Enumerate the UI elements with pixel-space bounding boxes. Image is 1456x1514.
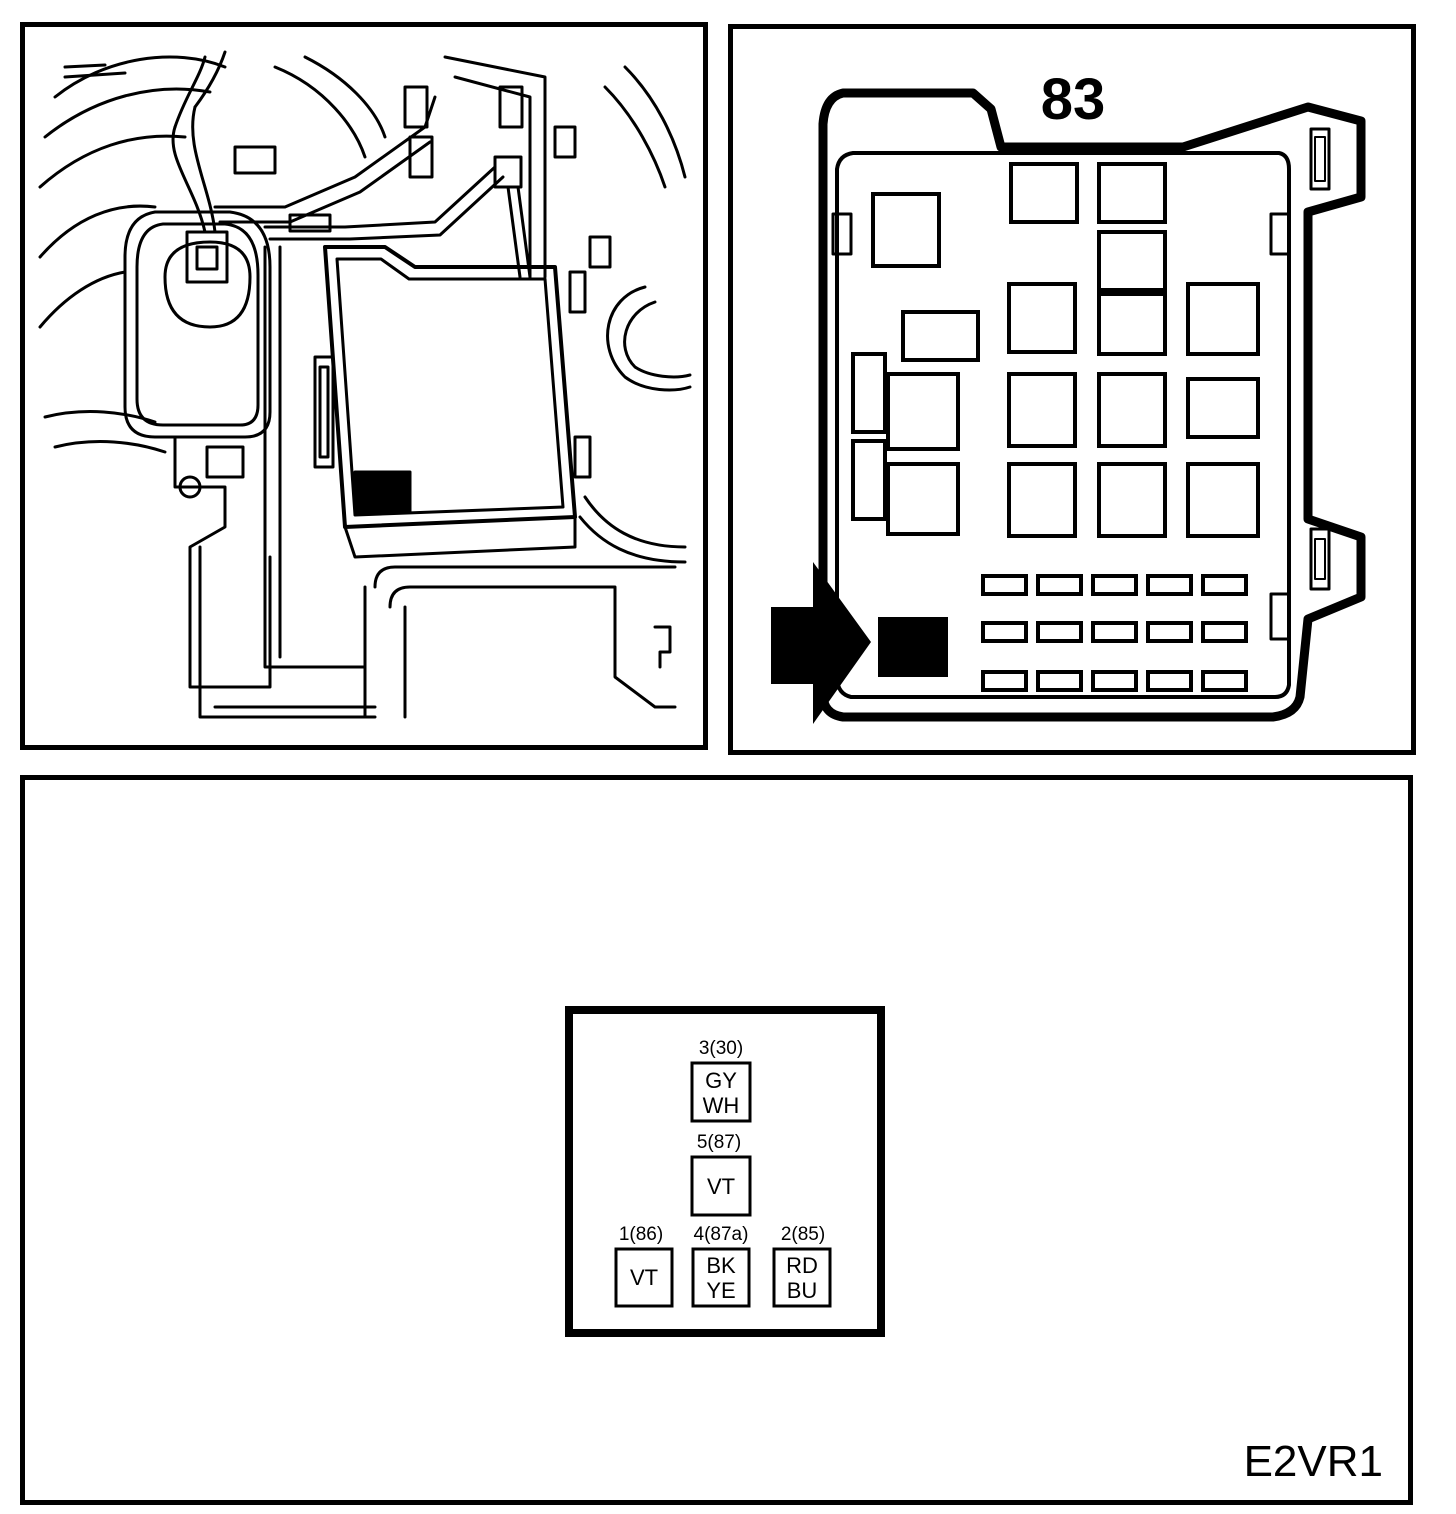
fuse-slot [1036, 670, 1083, 692]
connector-face [565, 1006, 885, 1337]
relay-slot [886, 462, 960, 536]
pin-box [772, 1247, 832, 1308]
fuse-relay-box-diagram: 83 [771, 67, 1366, 724]
figure-code: E2VR1 [1244, 1437, 1383, 1486]
relay-slot [1097, 462, 1167, 538]
engine-bay-drawing [38, 50, 692, 719]
fuse-slot [1146, 574, 1193, 596]
fuse-slot [1146, 621, 1193, 643]
fuse-slot [981, 670, 1028, 692]
fuse-slot [1146, 670, 1193, 692]
relay-slot [886, 372, 960, 451]
relay-slot [871, 192, 941, 268]
fuse-slot [1201, 574, 1248, 596]
wire-color-line1: BK [706, 1253, 736, 1278]
pin-4: 4(87a) BK YE [691, 1224, 751, 1308]
fuse-slot [1091, 670, 1138, 692]
wire-color-line1: VT [707, 1174, 735, 1199]
pin-box [691, 1247, 751, 1308]
fuse-relay-box-panel: 83 [728, 24, 1416, 755]
pin-box [614, 1247, 674, 1308]
fuse-slots [981, 574, 1248, 692]
relay-slot [1007, 372, 1077, 448]
fuse-slot [1201, 621, 1248, 643]
relay-slot [1007, 282, 1077, 354]
relay-slot [1097, 292, 1167, 356]
wire-color-line2: YE [706, 1278, 735, 1303]
wire-color-line1: RD [786, 1253, 818, 1278]
relay-slot [1186, 462, 1260, 538]
relay-slot [851, 352, 887, 434]
wire-color-line1: VT [630, 1265, 658, 1290]
pin-label: 2(85) [781, 1224, 825, 1245]
fuse-slot [1036, 574, 1083, 596]
pin-1: 1(86) VT [614, 1224, 674, 1308]
relay-slots [851, 162, 1260, 538]
highlighted-relay [878, 617, 948, 677]
pin-label: 1(86) [619, 1224, 663, 1245]
pin-box [690, 1061, 752, 1123]
relay-slot [1186, 377, 1260, 439]
relay-slot [1007, 462, 1077, 538]
pin-label: 3(30) [699, 1038, 743, 1059]
relay-slot [901, 310, 980, 362]
relay-slot [1097, 162, 1167, 224]
wire-color-line1: GY [705, 1068, 737, 1093]
relay-slot [1009, 162, 1079, 224]
fuse-slot [981, 621, 1028, 643]
pin-box [690, 1155, 752, 1217]
pin-2: 2(85) RD BU [772, 1224, 832, 1308]
pin-label: 4(87a) [694, 1224, 749, 1245]
fuse-slot [1091, 574, 1138, 596]
relay-slot [851, 439, 887, 521]
fuse-slot [981, 574, 1028, 596]
engine-bay-location-panel [20, 22, 708, 750]
arrow-icon [771, 562, 871, 724]
fuse-box-number: 83 [1041, 67, 1106, 132]
fuse-slot [1091, 621, 1138, 643]
relay-slot [1097, 372, 1167, 448]
connector-pinout-diagram: 3(30) GY WH 5(87) VT 1(86) VT 4(87a) BK … [565, 1006, 1383, 1486]
wire-color-line2: WH [703, 1093, 740, 1118]
fuse-slot [1201, 670, 1248, 692]
wire-color-line2: BU [787, 1278, 818, 1303]
pin-5: 5(87) VT [690, 1132, 752, 1217]
relay-slot [1186, 282, 1260, 356]
relay-slot [1097, 230, 1167, 292]
pin-3: 3(30) GY WH [690, 1038, 752, 1123]
fuse-slot [1036, 621, 1083, 643]
connector-pinout-panel: 3(30) GY WH 5(87) VT 1(86) VT 4(87a) BK … [20, 775, 1413, 1505]
pin-label: 5(87) [697, 1132, 741, 1153]
